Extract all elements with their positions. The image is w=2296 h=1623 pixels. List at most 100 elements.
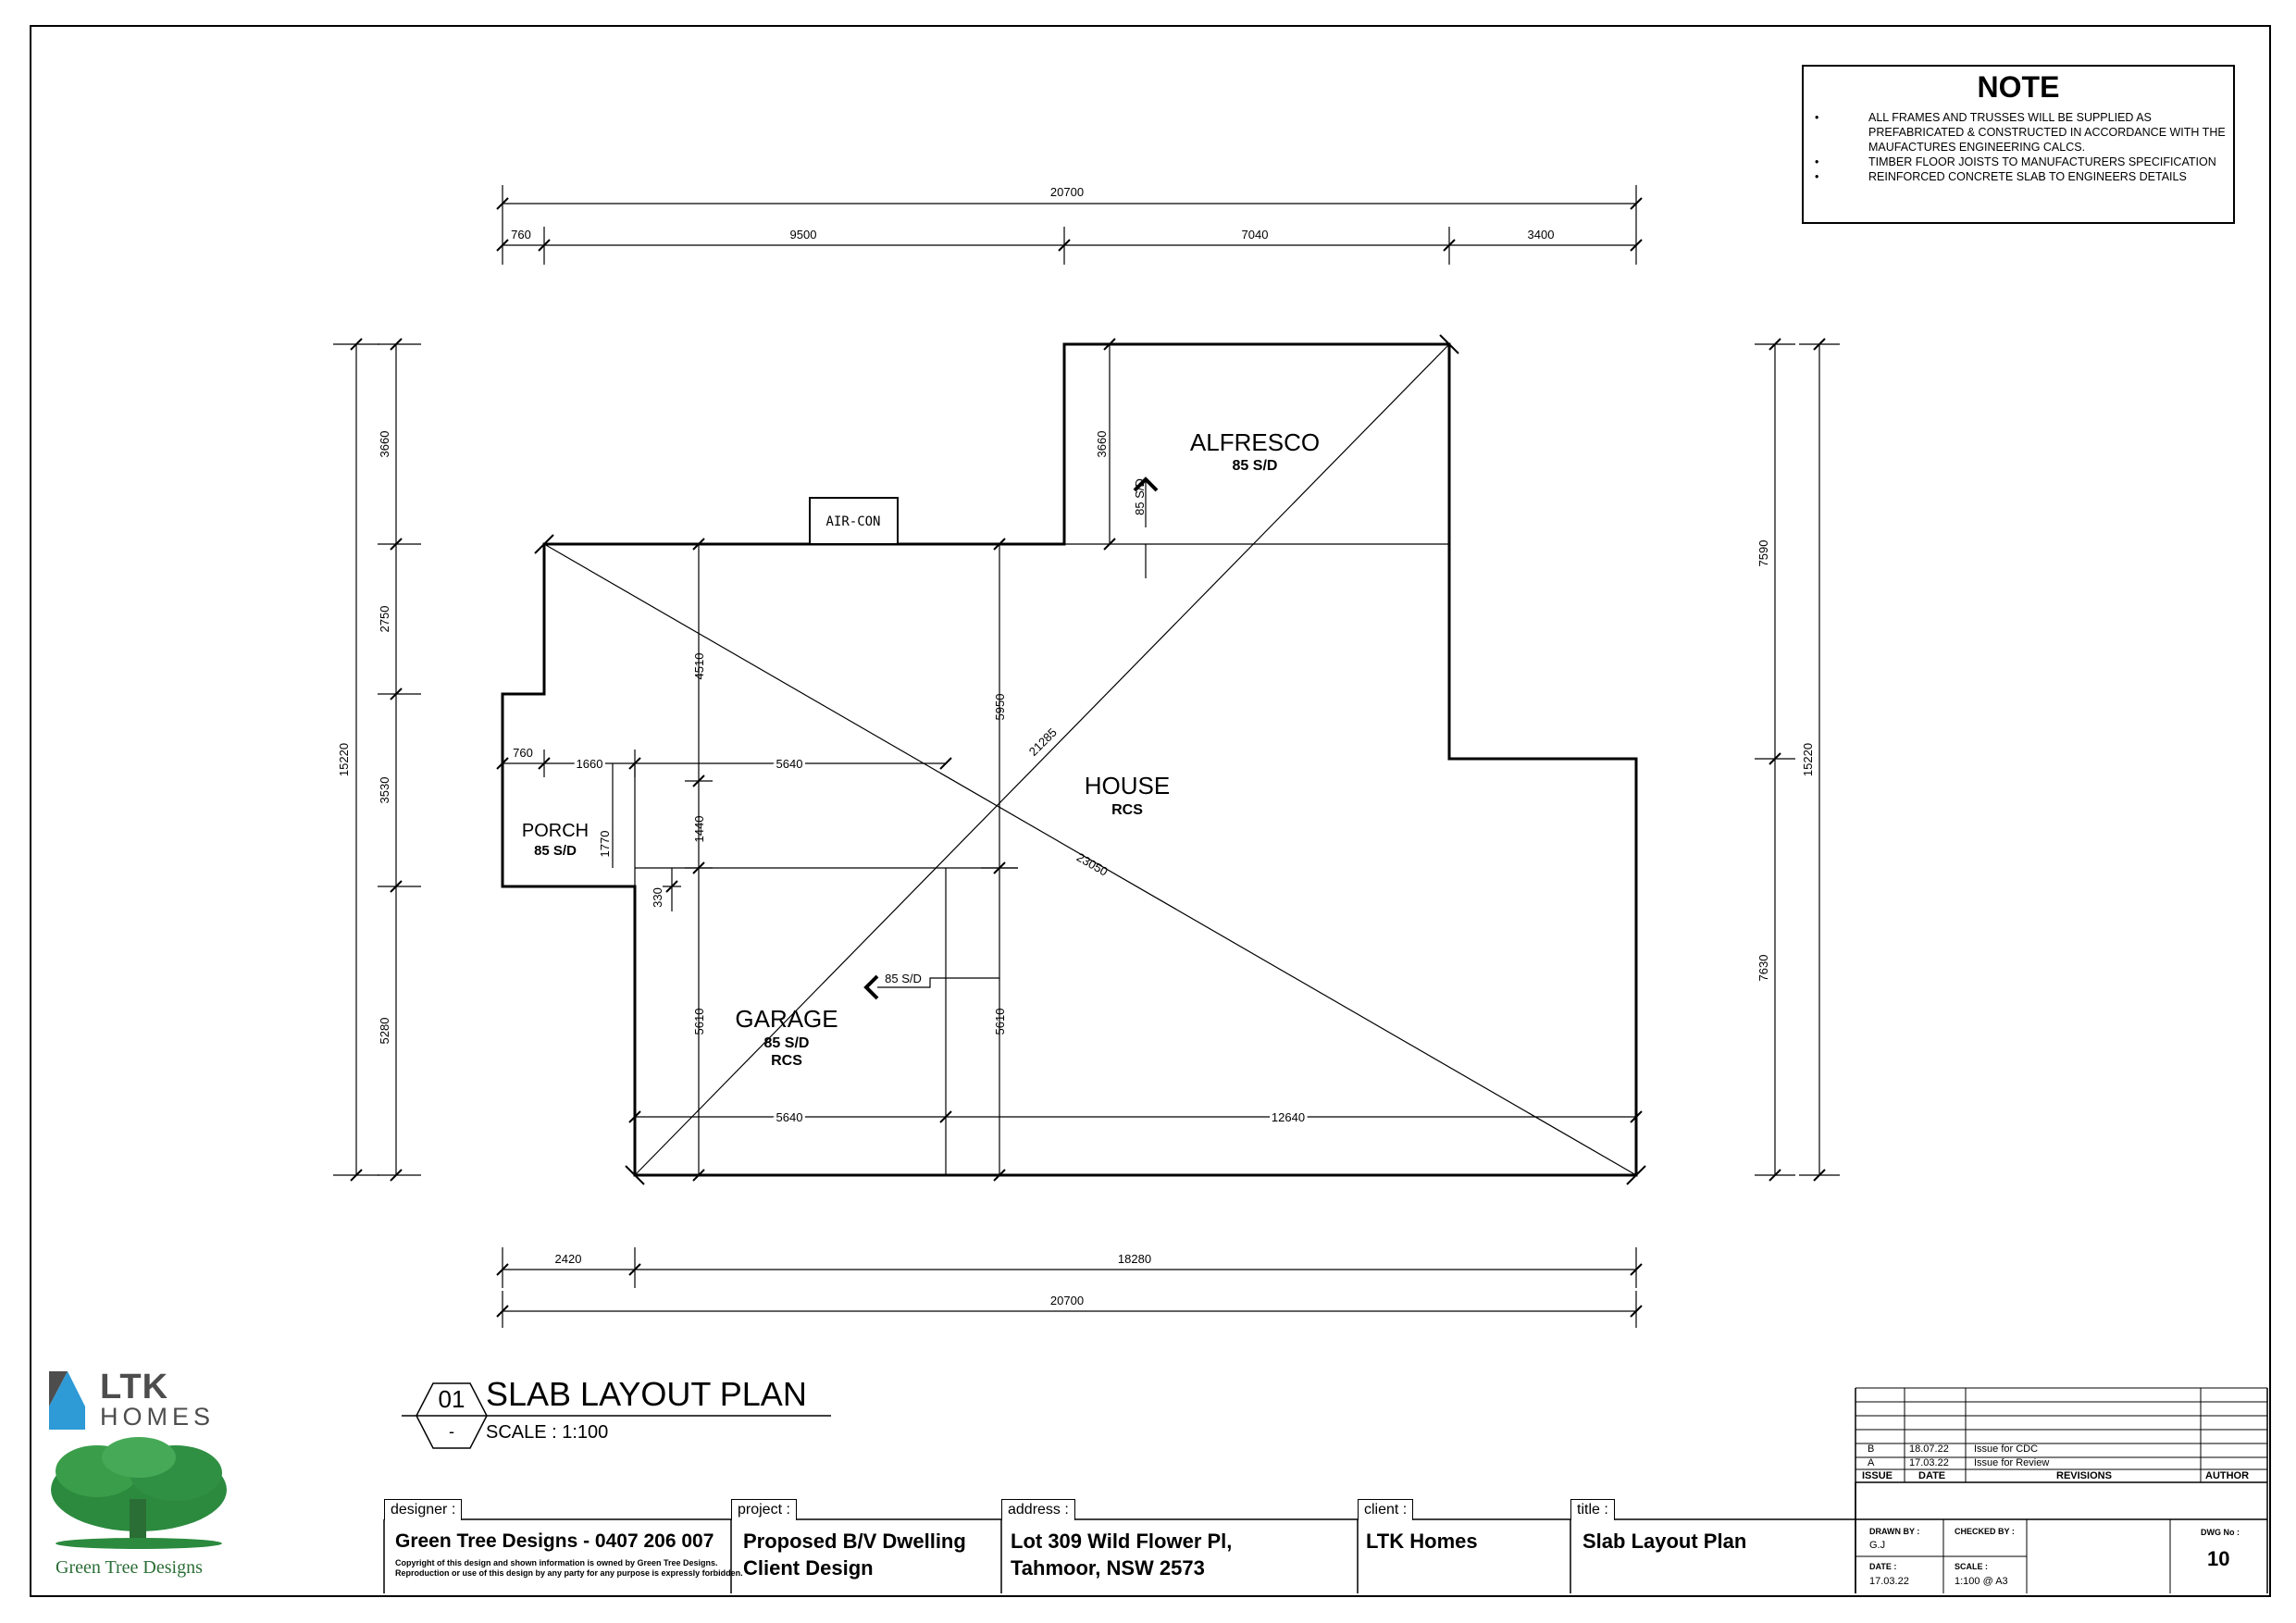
dim-top-seg-3: 7040 [1242, 228, 1269, 242]
aircon-label: AIR-CON [825, 514, 880, 529]
address-line-2: Tahmoor, NSW 2573 [1011, 1556, 1205, 1580]
dim-1770: 1770 [598, 831, 612, 858]
rev-header-date: DATE [1918, 1470, 1946, 1481]
room-house: HOUSE [1085, 772, 1170, 799]
note-list: ALL FRAMES AND TRUSSES WILL BE SUPPLIED … [1804, 110, 2233, 184]
rev-header-issue: ISSUE [1862, 1470, 1893, 1481]
garage-step-label: 85 S/D [885, 972, 922, 985]
drawn-by-label: DRAWN BY : [1869, 1527, 1920, 1536]
date-value: 17.03.22 [1869, 1576, 1909, 1587]
dim-330: 330 [651, 887, 664, 908]
dim-left-seg-3: 3530 [378, 777, 391, 804]
left-dimensions [333, 338, 421, 1182]
rev-header-revisions: REVISIONS [2056, 1470, 2112, 1481]
designer-label: designer : [384, 1499, 463, 1520]
room-alfresco: ALFRESCO [1190, 428, 1320, 456]
rev-issue: B [1868, 1443, 1875, 1455]
dim-right-total: 15220 [1801, 743, 1815, 776]
dim-left-seg-4: 5280 [378, 1018, 391, 1045]
dim-diagonal-2: 23050 [1074, 850, 1111, 879]
aircon-box [809, 497, 899, 545]
dim-left-seg-2: 2750 [378, 606, 391, 633]
note-box: NOTE ALL FRAMES AND TRUSSES WILL BE SUPP… [1802, 65, 2235, 224]
dim-bottom-12640: 12640 [1272, 1110, 1305, 1124]
dim-diagonal-1: 21285 [1026, 725, 1060, 759]
date-label: DATE : [1869, 1562, 1897, 1571]
room-alfresco-sub: 85 S/D [1233, 458, 1278, 474]
rev-desc: Issue for CDC [1974, 1443, 2039, 1455]
note-item: TIMBER FLOOR JOISTS TO MANUFACTURERS SPE… [1815, 155, 2233, 169]
title-label: title : [1570, 1499, 1615, 1520]
green-tree-logo-icon [51, 1437, 227, 1549]
rev-date: 18.07.22 [1909, 1443, 1949, 1455]
right-dimensions [1755, 338, 1840, 1182]
dim-left-seg-1: 3660 [378, 431, 391, 458]
title-value: Slab Layout Plan [1582, 1530, 1747, 1553]
room-garage-sub2: RCS [771, 1053, 802, 1069]
note-item: REINFORCED CONCRETE SLAB TO ENGINEERS DE… [1815, 169, 2233, 184]
client-label: client : [1358, 1499, 1414, 1520]
dim-bottom-5640: 5640 [776, 1110, 803, 1124]
room-garage-sub: 85 S/D [764, 1035, 810, 1051]
rev-issue: A [1868, 1457, 1875, 1468]
rev-header-author: AUTHOR [2205, 1470, 2250, 1481]
title-block-lines [383, 1387, 2268, 1593]
project-line-2: Client Design [743, 1556, 874, 1580]
interior-dimensions [496, 338, 1643, 1182]
dim-right-seg-2: 7630 [1756, 955, 1770, 982]
dim-5950: 5950 [993, 694, 1007, 721]
dim-garage-5610-right: 5610 [993, 1009, 1007, 1035]
room-garage: GARAGE [735, 1005, 838, 1033]
copyright-line-2: Reproduction or use of this design by an… [395, 1568, 743, 1578]
ltk-logo-top: LTK [100, 1368, 169, 1406]
dim-garage-5610-left: 5610 [692, 1009, 706, 1035]
rev-date: 17.03.22 [1909, 1457, 1949, 1468]
dwg-no-value: 10 [2207, 1547, 2230, 1570]
dim-1660: 1660 [577, 757, 603, 771]
dim-5640-top: 5640 [776, 757, 803, 771]
dim-top-total: 20700 [1050, 185, 1084, 199]
dim-760: 760 [513, 746, 533, 760]
project-label: project : [731, 1499, 797, 1520]
scale-label: SCALE : [1955, 1562, 1988, 1571]
ltk-logo-icon [49, 1371, 85, 1430]
sheet-border [30, 25, 2271, 1597]
rev-desc: Issue for Review [1974, 1457, 2050, 1468]
dim-4510: 4510 [692, 653, 706, 680]
note-title: NOTE [1977, 70, 2060, 104]
dim-bottom-total: 20700 [1050, 1294, 1084, 1307]
dim-top-seg-2: 9500 [790, 228, 817, 242]
bottom-dimensions [496, 1247, 1643, 1328]
address-line-1: Lot 309 Wild Flower Pl, [1011, 1530, 1233, 1553]
project-line-1: Proposed B/V Dwelling [743, 1530, 966, 1553]
note-item: ALL FRAMES AND TRUSSES WILL BE SUPPLIED … [1815, 110, 2233, 155]
dim-alfresco-depth: 3660 [1095, 431, 1109, 458]
room-porch-sub: 85 S/D [534, 843, 577, 859]
address-label: address : [1001, 1499, 1075, 1520]
drawing-scale: SCALE : 1:100 [486, 1422, 609, 1443]
dim-right-seg-1: 7590 [1756, 540, 1770, 567]
check-diagonals [534, 334, 1646, 1185]
checked-by-label: CHECKED BY : [1955, 1527, 2015, 1536]
top-dimensions [496, 185, 1643, 265]
green-tree-logo-text: Green Tree Designs [56, 1557, 203, 1578]
slab-outline [501, 342, 1638, 1177]
drawing-number: 01 [438, 1385, 465, 1413]
room-house-sub: RCS [1111, 802, 1143, 818]
alfresco-step-label: 85 S/D [1133, 478, 1147, 515]
alfresco-step-arrow-icon [1133, 477, 1159, 492]
drawn-by-value: G.J [1869, 1540, 1886, 1551]
garage-step-arrow-icon [863, 974, 879, 1000]
dim-1440: 1440 [692, 816, 706, 843]
scale-value: 1:100 @ A3 [1955, 1576, 2008, 1587]
drawing-marker [402, 1382, 831, 1449]
dim-bottom-seg-2: 18280 [1118, 1252, 1151, 1266]
client-value: LTK Homes [1366, 1530, 1478, 1553]
ltk-logo-bottom: HOMES [100, 1403, 216, 1431]
dim-top-seg-4: 3400 [1528, 228, 1555, 242]
room-porch: PORCH [522, 821, 589, 841]
drawing-dash: - [449, 1422, 454, 1441]
dim-bottom-seg-1: 2420 [555, 1252, 582, 1266]
dim-left-total: 15220 [337, 743, 351, 776]
